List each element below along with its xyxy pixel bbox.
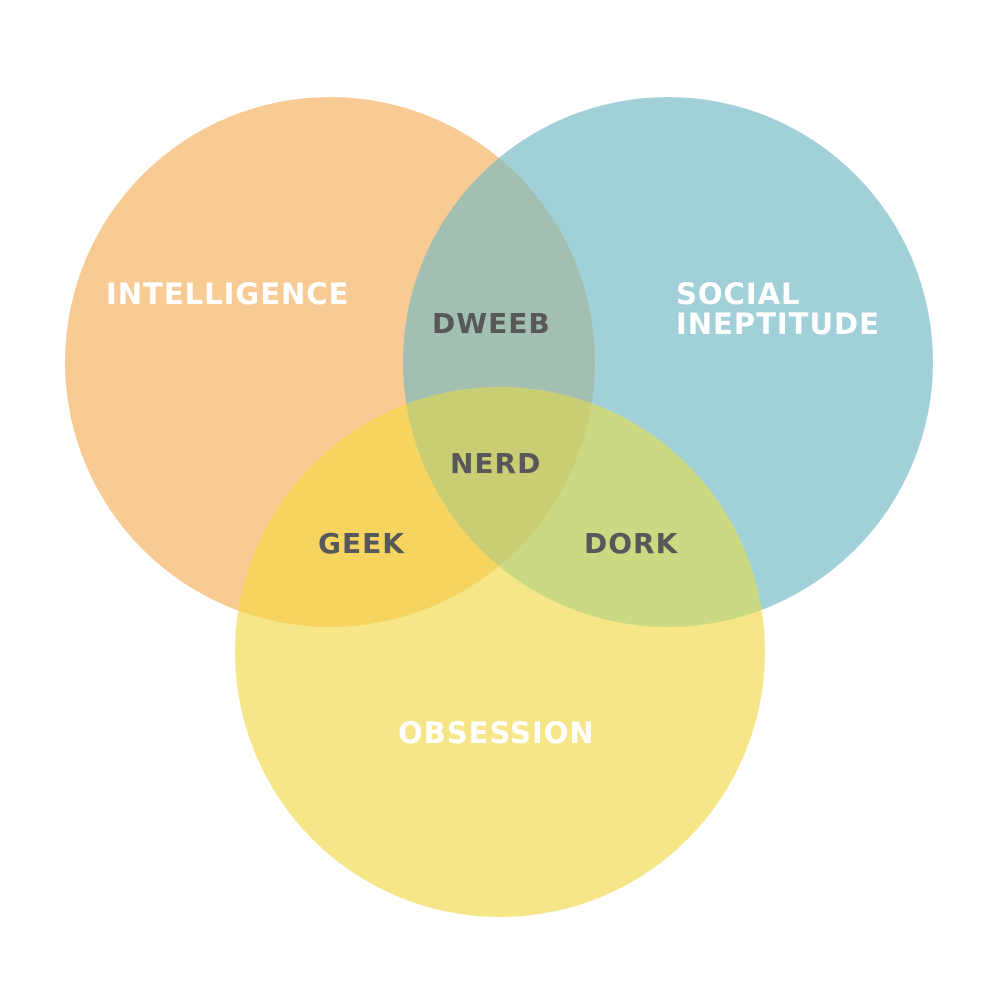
geek-label: GEEK	[318, 527, 405, 560]
obsession-label: OBSESSION	[398, 716, 595, 750]
geek-region	[235, 387, 595, 627]
nerd-label: NERD	[450, 447, 542, 480]
social-label-line2: INEPTITUDE	[676, 307, 880, 341]
dweeb-label: DWEEB	[432, 307, 551, 340]
social-label-line1: SOCIAL	[676, 277, 801, 311]
dork-label: DORK	[584, 527, 679, 560]
intelligence-label: INTELLIGENCE	[106, 277, 350, 311]
dork-region	[403, 387, 765, 627]
